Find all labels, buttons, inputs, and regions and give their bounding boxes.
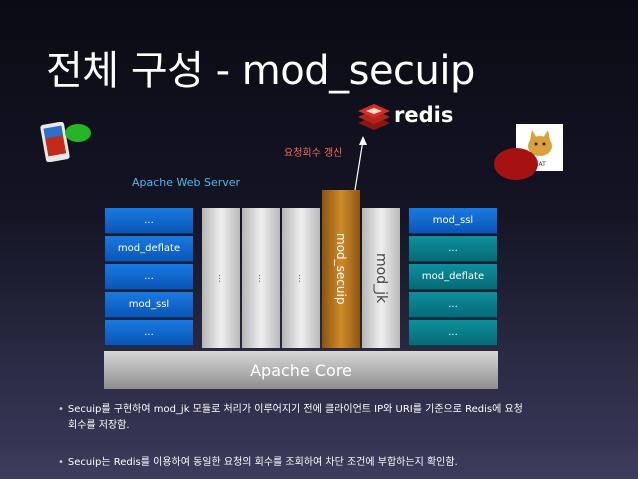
apache-web-server-label: Apache Web Server [132,176,241,189]
bullet-text: Secuip를 구현하여 mod_jk 모듈로 처리가 이루어지기 전에 클라이… [67,404,523,415]
bullet-text-cont: 회수를 저장함. [68,420,130,431]
bullet-item: •Secuip를 구현하여 mod_jk 모듈로 처리가 이루어지기 전에 클라… [58,402,618,434]
left-stack-item: ... [105,320,193,346]
update-count-label: 요청회수 갱신 [284,148,343,159]
apache-core: Apache Core [104,351,498,389]
middle-column: ... [242,208,280,348]
redis-logo: redis [356,101,453,135]
left-stack-item: mod_ssl [105,292,193,318]
middle-column: ... [282,208,320,348]
bullet-dot-icon: • [58,404,64,415]
bullet-item: •Secuip는 Redis를 이용하여 동일한 요청의 회수를 조회하여 차단… [58,455,618,471]
middle-column-label: ... [256,273,266,283]
right-stack-item: mod_deflate [409,264,497,290]
bullet-text: Secuip는 Redis를 이용하여 동일한 요청의 회수를 조회하여 차단 … [67,457,458,468]
middle-column-label: ... [216,273,226,283]
left-stack-item: ... [105,208,193,234]
redis-label: redis [394,103,454,127]
page-title: 전체 구성 - mod_secuip [46,48,475,94]
right-stack-item: ... [409,320,497,346]
right-stack-item: mod_ssl [409,208,497,234]
phone-icon [40,122,70,162]
bullet-dot-icon: • [58,457,64,468]
mod-jk-column: mod_jk [362,208,400,348]
left-stack-item: ... [105,264,193,290]
mod-jk-label: mod_jk [373,252,389,304]
mod-secuip-column: mod_secuip [322,190,360,348]
left-stack-item: mod_deflate [105,236,193,262]
middle-column-label: ... [296,273,306,283]
red-bubble-icon [494,148,538,180]
middle-column: ... [202,208,240,348]
mod-secuip-label: mod_secuip [334,233,348,305]
right-stack-item: ... [409,292,497,318]
svg-text:CAT: CAT [534,161,546,168]
green-bubble-icon [65,124,91,142]
redis-logo-icon [358,104,390,130]
right-stack-item: ... [409,236,497,262]
